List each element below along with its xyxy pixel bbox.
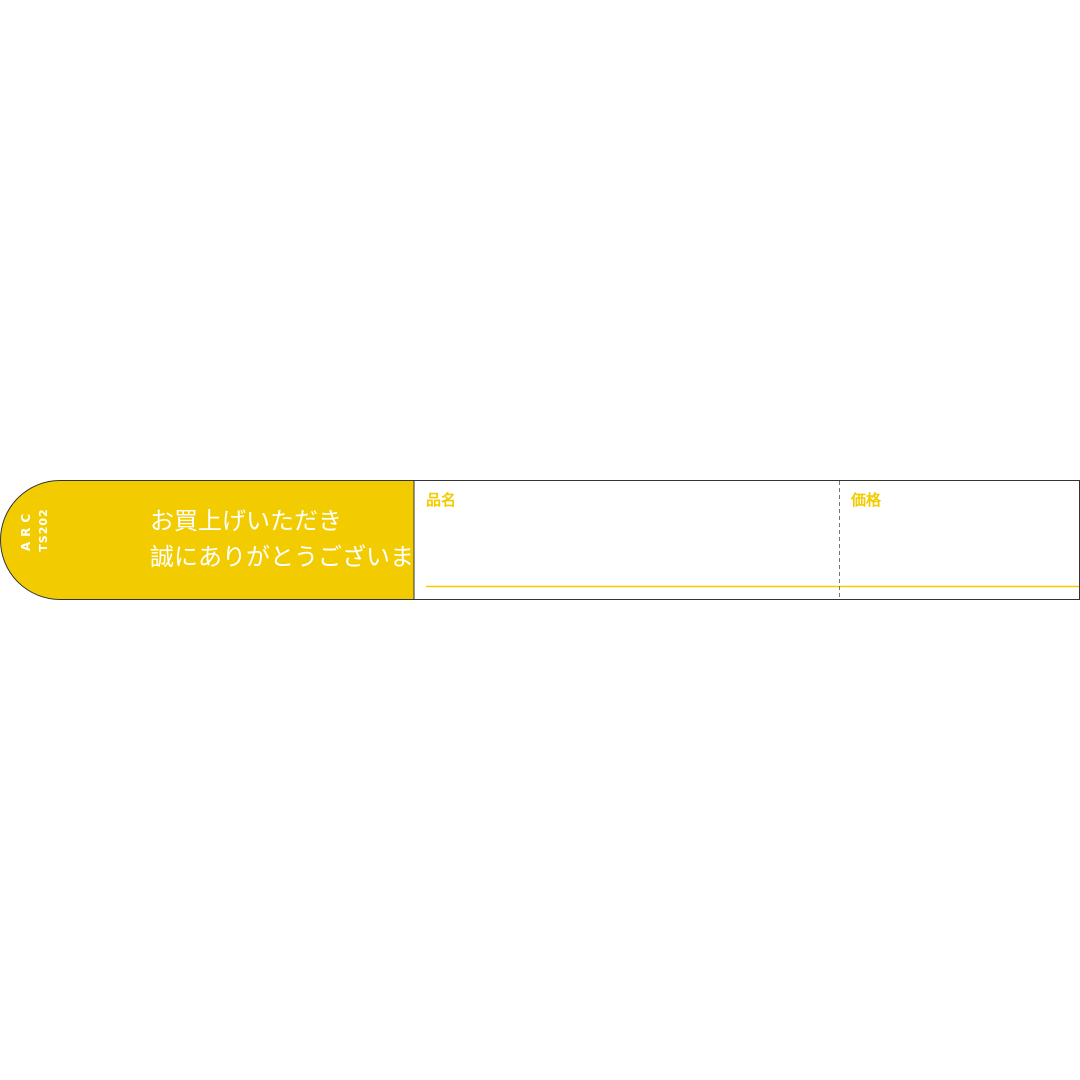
message-line-1: お買上げいただき [150,507,342,535]
message-line-2: 誠にありがとうございます。 [150,543,460,571]
tag-writing-area [413,480,1080,600]
thank-you-message: お買上げいただき 誠にありがとうございます。 [150,503,460,575]
price-label: 価格 [851,491,882,509]
brand-name: ARC [19,508,33,552]
item-name-label: 品名 [426,491,457,509]
product-code: TS202 [37,508,50,552]
tag-yellow-panel [0,480,415,600]
brand-block: ARC TS202 [15,508,75,560]
